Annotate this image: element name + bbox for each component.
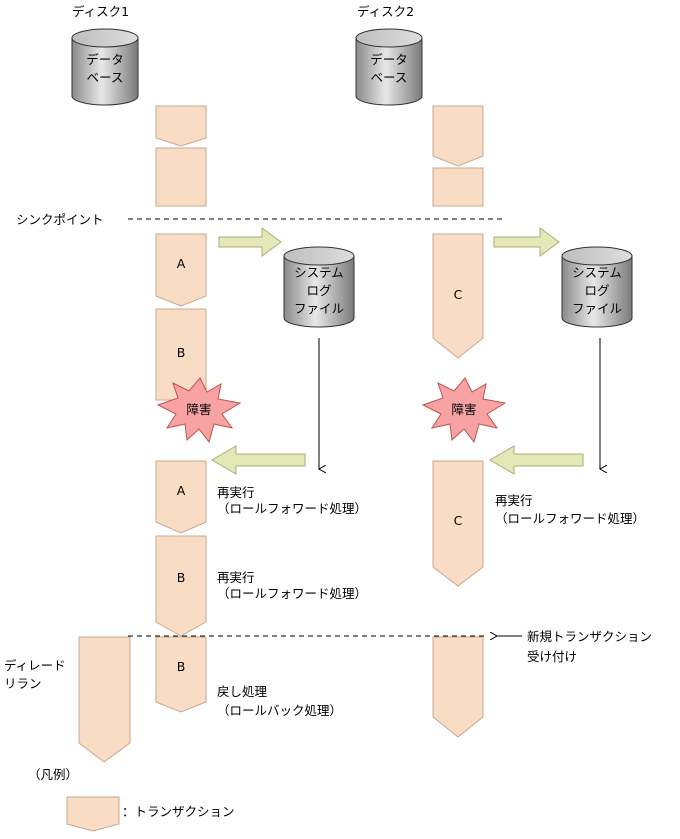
disk1-label: ディスク1 xyxy=(72,4,129,19)
delayed-rerun-label-line1: ディレード xyxy=(4,658,66,673)
new-transaction xyxy=(432,636,484,738)
log-write-arrow xyxy=(218,227,282,257)
failure-star: 障害 xyxy=(421,377,507,444)
syslog-line2: ログ xyxy=(584,283,609,298)
recovery-arrow xyxy=(211,445,306,475)
transaction-shape xyxy=(155,105,207,147)
transaction-b-undo xyxy=(155,636,207,713)
syslog-line1: システム xyxy=(572,265,622,280)
delayed-rerun-label-line2: リラン xyxy=(4,676,42,691)
delayed-rerun-transaction xyxy=(78,636,131,763)
transaction-a-redo xyxy=(155,460,207,534)
new-transaction-label-line1: 新規トランザクション xyxy=(527,629,652,644)
transaction-shape xyxy=(432,167,484,207)
disk1-db-line1: データ xyxy=(86,52,124,67)
transaction-a xyxy=(155,233,207,307)
redo-label-line1: 再実行 xyxy=(217,570,255,585)
syncpoint-label: シンクポイント xyxy=(16,212,104,227)
log-write-arrow xyxy=(493,227,560,257)
disk2-label: ディスク2 xyxy=(357,4,414,19)
redo-label-line1: 再実行 xyxy=(495,493,533,508)
transaction-b-label: B xyxy=(177,570,186,585)
transaction-b-redo xyxy=(155,535,207,637)
redo-label-line2: （ロールフォワード処理） xyxy=(217,586,367,601)
syslog-line3: ファイル xyxy=(294,301,344,316)
redo-label-line2: （ロールフォワード処理） xyxy=(217,501,367,516)
transaction-shape xyxy=(155,147,207,207)
transaction-shape xyxy=(432,105,484,167)
transaction-a-label: A xyxy=(177,483,186,498)
system-log-file-cylinder: システム ログ ファイル xyxy=(561,246,633,328)
failure-label: 障害 xyxy=(186,402,211,417)
disk1-database-cylinder: データ ベース xyxy=(71,28,139,106)
syslog-line2: ログ xyxy=(306,283,331,298)
legend-transaction-shape xyxy=(66,796,120,832)
transaction-a-label: A xyxy=(177,256,186,271)
redo-label-line2: （ロールフォワード処理） xyxy=(495,511,645,526)
legend-title: （凡例） xyxy=(28,767,78,782)
disk2-database-cylinder: データ ベース xyxy=(355,28,423,106)
system-log-file-cylinder: システム ログ ファイル xyxy=(283,246,355,328)
redo-label-line1: 再実行 xyxy=(217,485,255,500)
transaction-b-label: B xyxy=(177,345,186,360)
transaction-c xyxy=(432,233,484,359)
transaction-c-label: C xyxy=(454,513,463,528)
syslog-line3: ファイル xyxy=(572,301,622,316)
syslog-line1: システム xyxy=(294,265,344,280)
transaction-c-label: C xyxy=(454,287,463,302)
failure-label: 障害 xyxy=(451,402,476,417)
undo-label-line2: （ロールバック処理） xyxy=(217,703,342,718)
transaction-c-redo xyxy=(432,460,484,587)
disk1-db-line2: ベース xyxy=(87,70,124,85)
new-transaction-label-line2: 受け付け xyxy=(527,649,577,664)
undo-label-line1: 戻し処理 xyxy=(217,684,268,699)
failure-star: 障害 xyxy=(156,377,242,444)
disk2-db-line2: ベース xyxy=(371,70,408,85)
recovery-arrow xyxy=(489,445,584,475)
legend-item-label: ：トランザクション xyxy=(122,804,235,819)
transaction-b-label: B xyxy=(177,659,186,674)
disk2-db-line1: データ xyxy=(370,52,408,67)
